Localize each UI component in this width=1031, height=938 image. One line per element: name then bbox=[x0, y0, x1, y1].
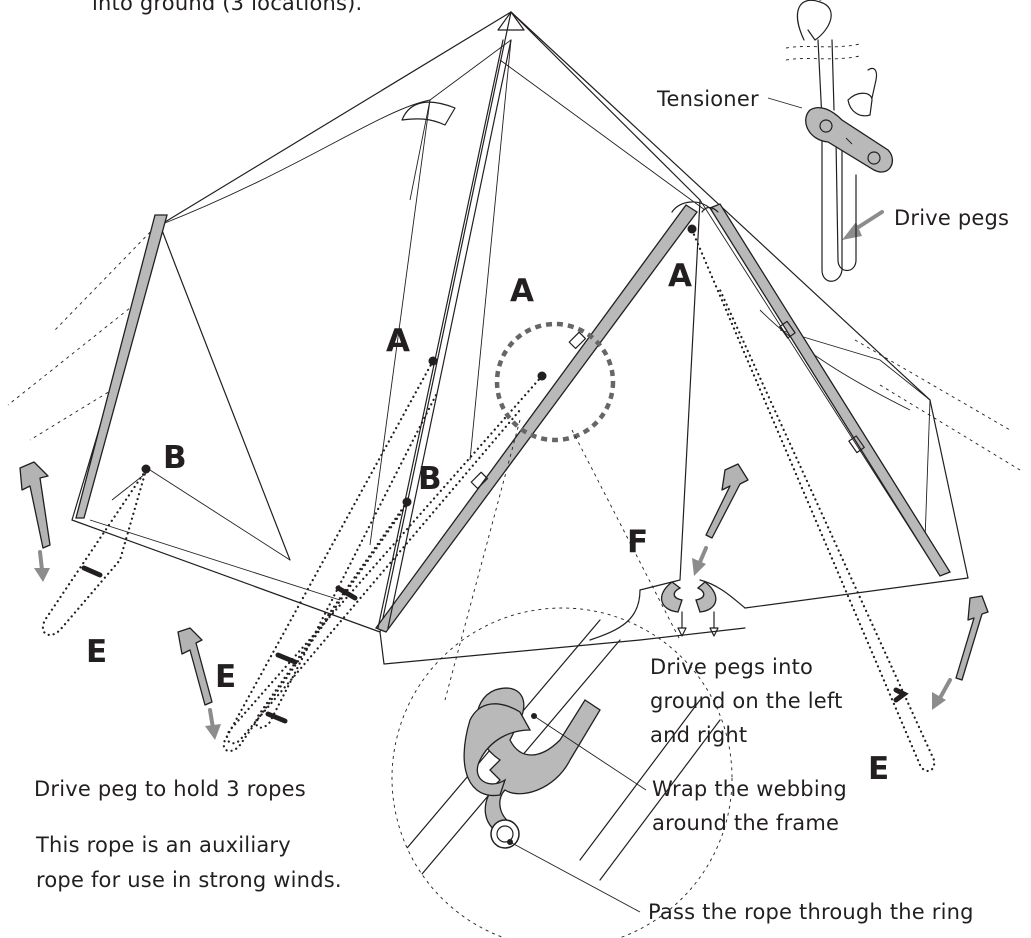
marker-a-middle-pole: A bbox=[386, 323, 410, 359]
marker-b-left: B bbox=[163, 440, 187, 476]
marker-f-door: F bbox=[627, 524, 648, 560]
top-instruction-fragment: into ground (3 locations). bbox=[92, 0, 362, 18]
drive-pegs-label: Drive pegs bbox=[894, 203, 1009, 233]
pegs bbox=[20, 462, 988, 705]
drive-pegs-left-right-line1: Drive pegs into bbox=[650, 652, 813, 682]
wrap-webbing-label-line1: Wrap the webbing bbox=[652, 774, 847, 804]
drive-pegs-left-right-line2: ground on the left bbox=[650, 686, 843, 716]
marker-b-middle: B bbox=[418, 461, 442, 497]
marker-a-front-left: A bbox=[510, 273, 534, 309]
tensioner-detail bbox=[768, 0, 892, 281]
auxiliary-rope-note-line2: rope for use in strong winds. bbox=[36, 865, 342, 895]
wrap-webbing-label-line2: around the frame bbox=[652, 808, 839, 838]
marker-e-left: E bbox=[86, 634, 107, 670]
tensioner-label: Tensioner bbox=[657, 84, 759, 114]
drive-peg-three-ropes-label: Drive peg to hold 3 ropes bbox=[34, 774, 306, 804]
marker-e-middle: E bbox=[215, 659, 236, 695]
pass-rope-label: Pass the rope through the ring bbox=[648, 897, 974, 927]
background-guy-lines bbox=[8, 222, 1020, 470]
auxiliary-rope-note-line1: This rope is an auxiliary bbox=[36, 830, 291, 860]
marker-a-front-top: A bbox=[668, 258, 692, 294]
marker-e-right: E bbox=[868, 751, 889, 787]
door-ties bbox=[662, 582, 718, 636]
drive-pegs-left-right-line3: and right bbox=[650, 720, 747, 750]
